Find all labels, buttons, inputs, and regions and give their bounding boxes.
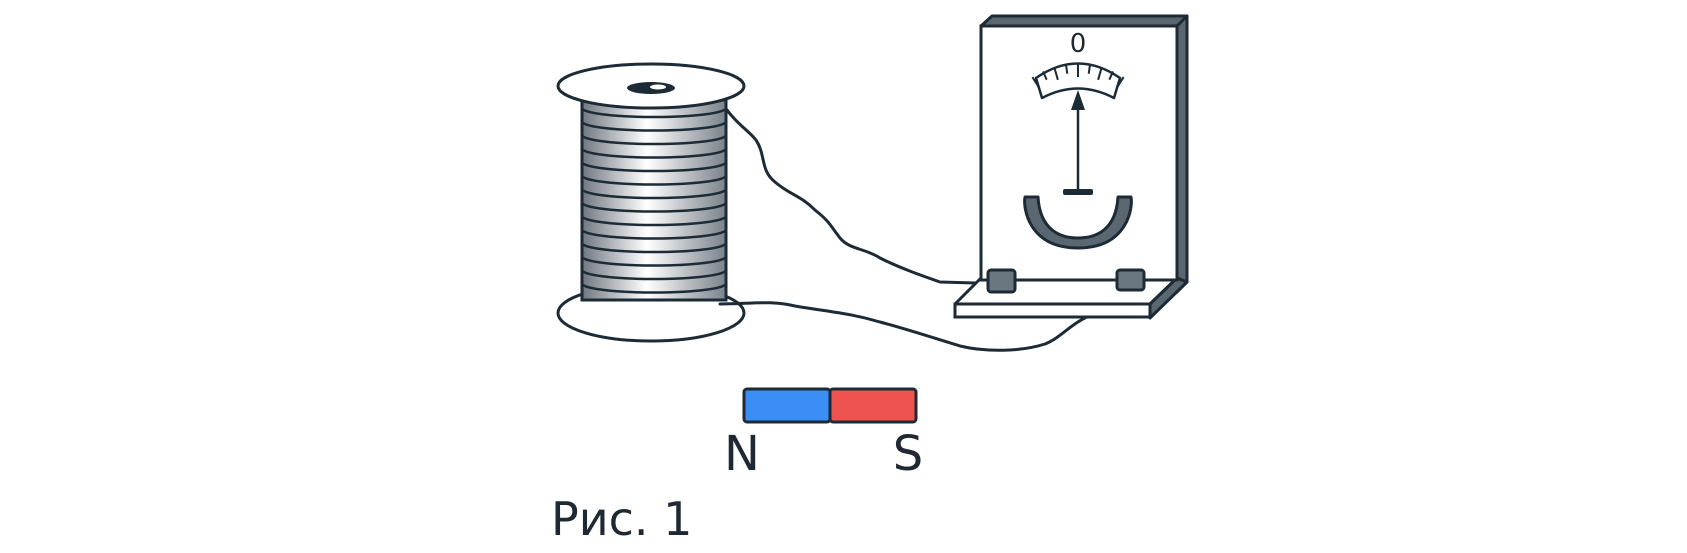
figure-caption: Рис. 1: [551, 492, 692, 546]
coil-turn: [580, 229, 728, 240]
coil: [556, 62, 746, 343]
scale-tick: [1087, 64, 1091, 74]
magnet-north-half: [742, 387, 832, 424]
coil-turn: [580, 161, 728, 173]
coil-turn: [580, 121, 728, 132]
coil-turn: [580, 283, 728, 294]
coil-winding: [580, 98, 728, 302]
galvanometer-inner-magnet: [1023, 195, 1133, 250]
terminal-left: [986, 268, 1017, 294]
scale-tick: [1097, 67, 1103, 81]
magnet-south-label: S: [893, 426, 923, 482]
galvanometer-needle: [1063, 90, 1093, 195]
coil-turn: [580, 175, 728, 186]
scale-tick: [1108, 71, 1114, 81]
galvanometer: 0: [953, 14, 1189, 320]
coil-turn: [580, 188, 728, 200]
scale-tick: [1053, 67, 1059, 81]
scale-zero-label: 0: [1070, 29, 1087, 59]
scale-ticks: [1031, 64, 1125, 89]
coil-turn: [580, 269, 728, 281]
coil-turn: [580, 256, 728, 267]
galvanometer-base-front: [953, 302, 1152, 319]
coil-turn: [580, 107, 728, 119]
scale-tick: [1115, 76, 1125, 89]
coil-turn: [580, 134, 728, 146]
magnet-north-label: N: [724, 426, 760, 482]
coil-turn: [580, 148, 728, 159]
scale-tick: [1031, 76, 1041, 89]
scale-tick: [1065, 64, 1069, 74]
terminal-right: [1115, 268, 1146, 292]
scale-tick: [1042, 71, 1048, 81]
wire-top: [725, 108, 977, 285]
coil-turn: [580, 202, 728, 213]
bar-magnet: [742, 387, 918, 424]
coil-turn: [580, 242, 728, 254]
magnet-south-half: [828, 387, 918, 424]
coil-turn: [580, 215, 728, 227]
